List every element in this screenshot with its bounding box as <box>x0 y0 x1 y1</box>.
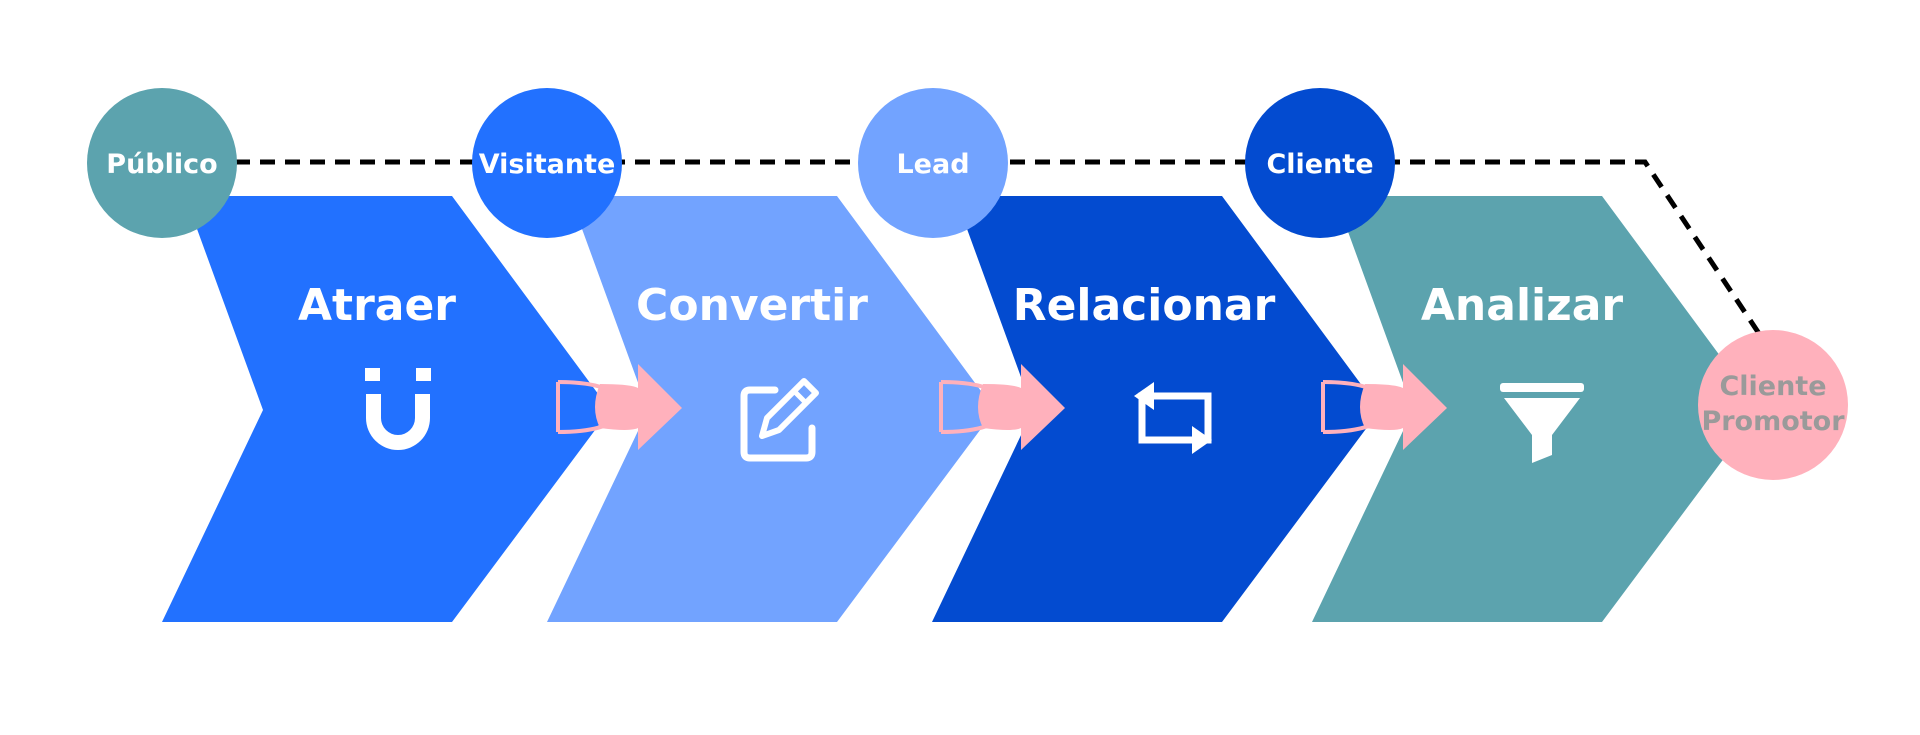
node-visitante: Visitante <box>472 88 622 238</box>
node-label: Visitante <box>479 149 616 180</box>
stage-title: Convertir <box>636 280 868 331</box>
connector-arrow <box>556 364 682 450</box>
node-publico: Público <box>87 88 237 238</box>
stage-chevron-shape <box>932 196 1380 622</box>
node-circle <box>1245 88 1395 238</box>
node-lead: Lead <box>858 88 1008 238</box>
node-label: Cliente <box>1266 149 1373 180</box>
stage-title: Analizar <box>1421 280 1624 331</box>
node-circle <box>87 88 237 238</box>
stage-chevron-shape <box>162 196 610 622</box>
stage-atraer: Atraer <box>162 196 610 622</box>
node-cliente-promotor: Cliente Promotor <box>1698 330 1848 480</box>
node-label: Público <box>106 149 217 180</box>
funnel-icon <box>1500 383 1584 463</box>
stage-chevron-shape <box>547 196 995 622</box>
node-circle <box>858 88 1008 238</box>
node-cliente: Cliente <box>1245 88 1395 238</box>
node-circle <box>472 88 622 238</box>
connector-arrow <box>1321 364 1447 450</box>
node-label-line2: Promotor <box>1701 406 1845 437</box>
stage-title: Atraer <box>298 280 456 331</box>
connector-arrow <box>939 364 1065 450</box>
node-label: Lead <box>896 149 969 180</box>
stage-relacionar: Relacionar <box>932 196 1380 622</box>
node-label-line1: Cliente <box>1719 371 1826 402</box>
stage-convertir: Convertir <box>547 196 995 622</box>
journey-dotted-line <box>160 159 1763 337</box>
repeat-icon <box>1134 382 1212 454</box>
magnet-icon <box>364 368 432 450</box>
stage-title: Relacionar <box>1013 280 1276 331</box>
edit-icon <box>740 378 819 462</box>
node-circle <box>1698 330 1848 480</box>
stage-analizar: Analizar <box>1312 196 1760 622</box>
